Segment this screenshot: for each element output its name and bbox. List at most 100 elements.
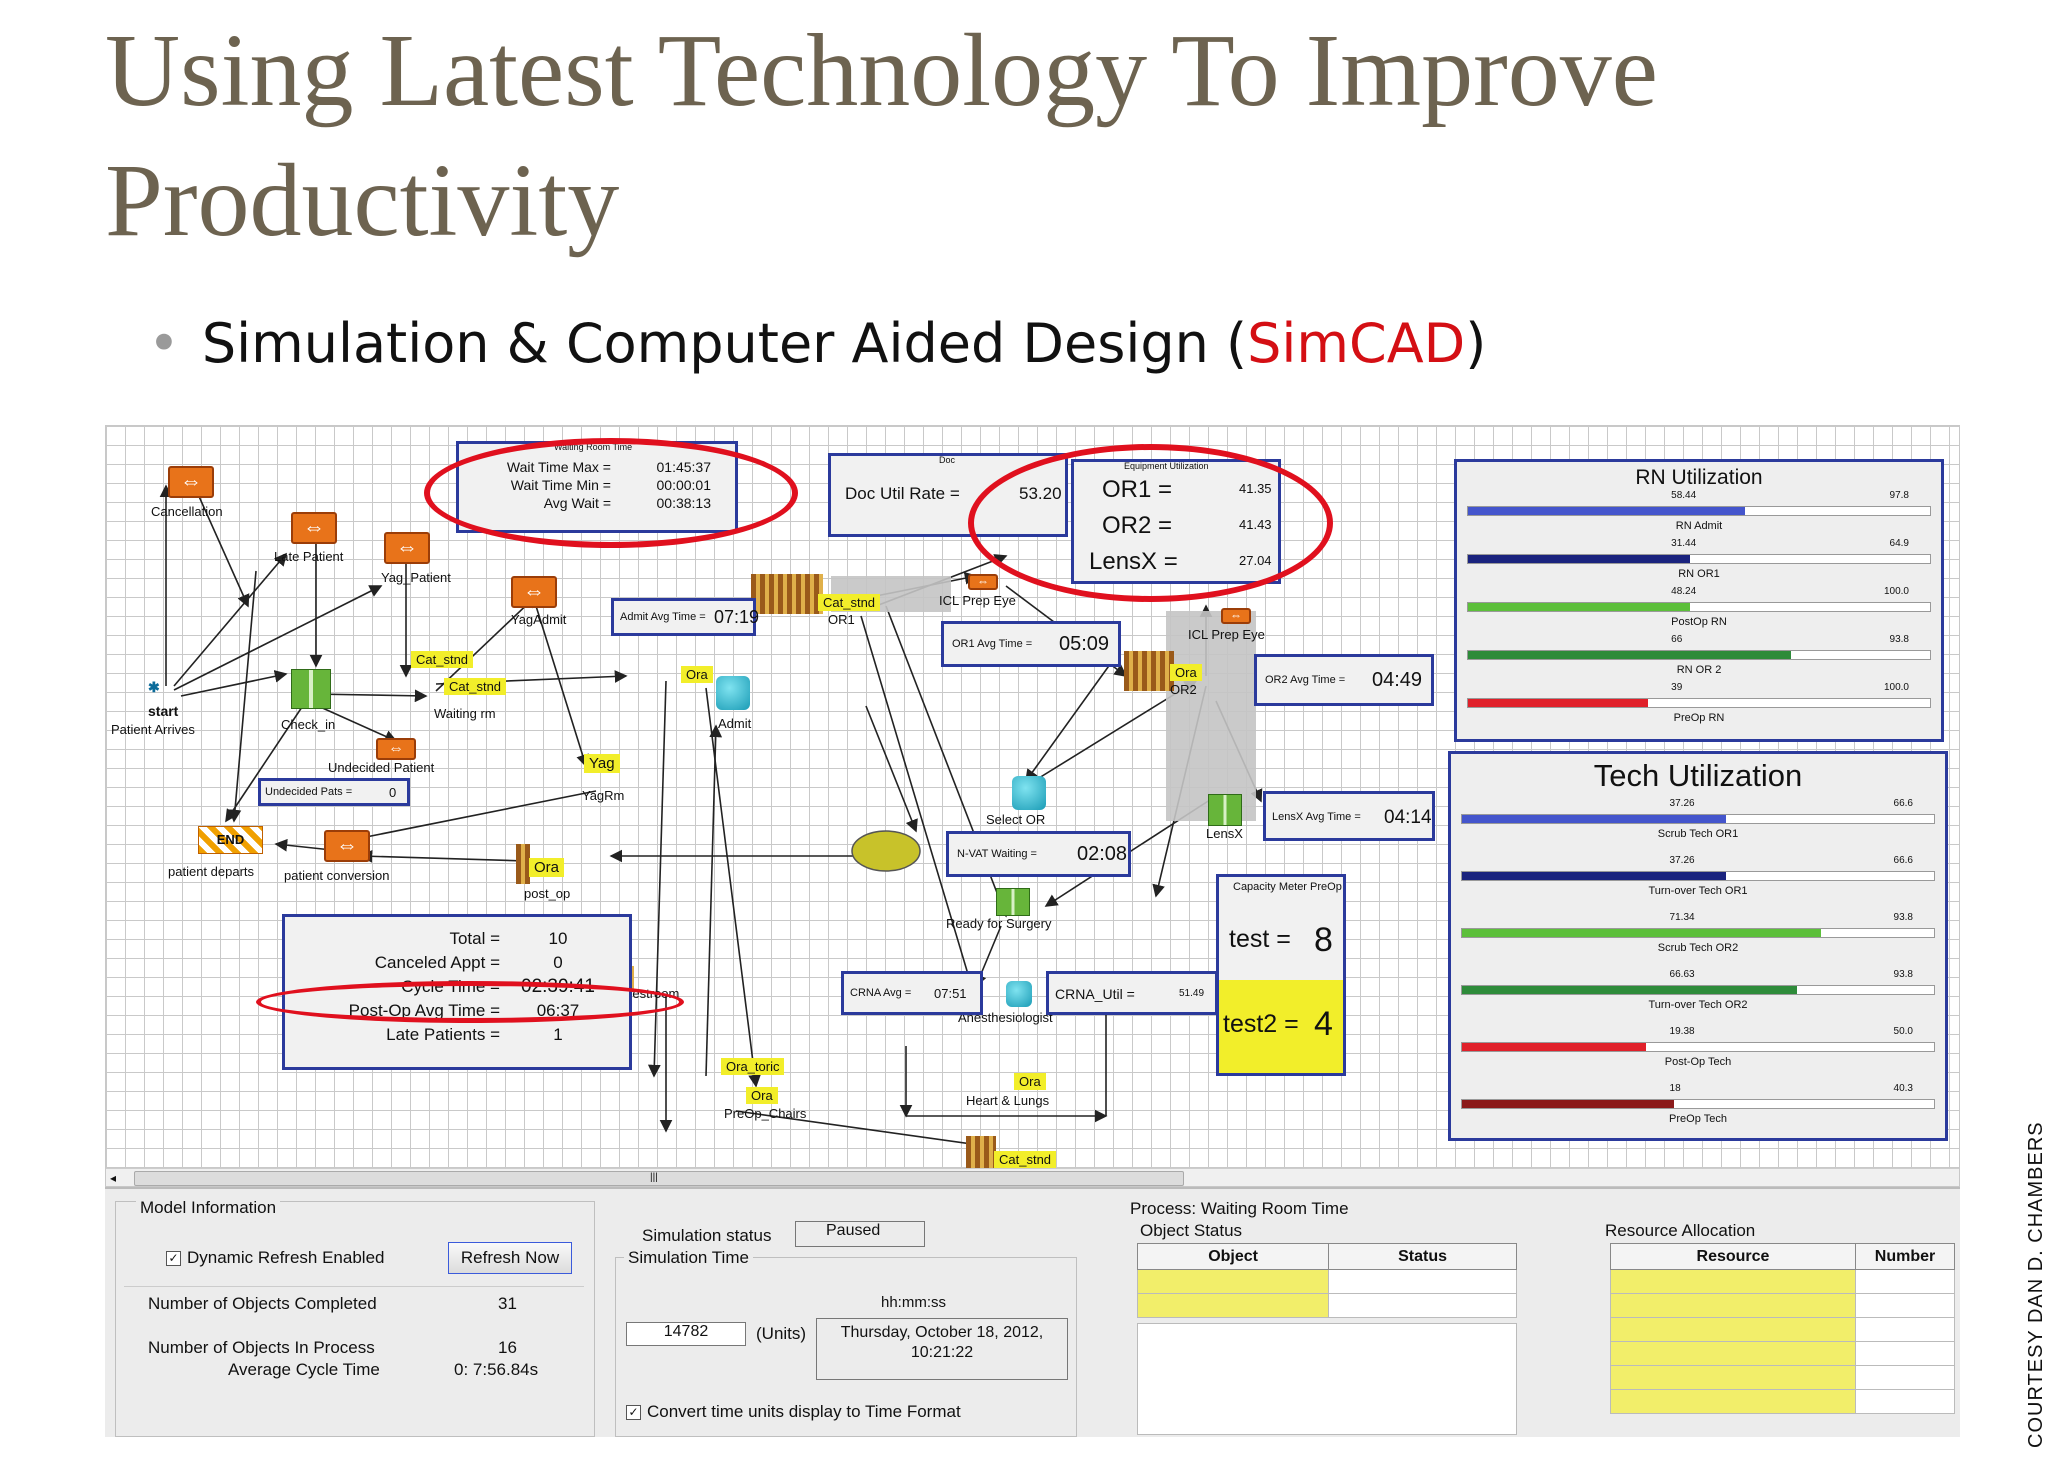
col-status[interactable]: Status	[1328, 1243, 1517, 1270]
cancellation-icon[interactable]: ⇔	[168, 466, 214, 498]
bar-max: 100.0	[1883, 586, 1909, 597]
canceled-appt-value: 0	[553, 953, 563, 972]
scroll-left-icon[interactable]: ◂	[110, 1171, 117, 1185]
bullet-text: Simulation & Computer Aided Design (	[201, 312, 1248, 375]
capacity-title: Capacity Meter PreOp	[1233, 881, 1342, 893]
start-icon[interactable]: ✱	[148, 679, 160, 695]
bar-value: 31.44	[1671, 538, 1697, 549]
post-op-label: post_op	[524, 886, 571, 901]
bar-fill	[1462, 1043, 1647, 1051]
doc-util-label: Doc Util Rate =	[845, 484, 960, 503]
bar-name: Post-Op Tech	[1664, 1056, 1732, 1068]
col-number[interactable]: Number	[1855, 1243, 1955, 1270]
yag-tag: Yag	[584, 754, 620, 773]
bar-name: PreOp RN	[1673, 712, 1725, 724]
bullet-dot: •	[148, 312, 180, 375]
units-label: (Units)	[756, 1324, 807, 1343]
yag-patient-icon[interactable]: ⇔	[384, 532, 430, 564]
select-or-label: Select OR	[986, 812, 1046, 827]
status-cell[interactable]	[1328, 1293, 1517, 1318]
lensx-icon[interactable]	[1208, 794, 1242, 826]
bar-fill	[1462, 815, 1727, 823]
post-op-staff-icon[interactable]	[516, 844, 530, 884]
object-cell[interactable]	[1136, 1269, 1330, 1294]
simulation-datetime-field: Thursday, October 18, 2012, 10:21:22	[816, 1318, 1068, 1380]
or2-staff-icon[interactable]	[1124, 651, 1174, 691]
resource-cell[interactable]	[1610, 1269, 1856, 1294]
bullet-highlight: SimCAD	[1247, 312, 1466, 375]
highlight-equipment	[968, 444, 1333, 602]
bar-max: 93.8	[1893, 912, 1913, 923]
simulation-time-title: Simulation Time	[624, 1248, 753, 1268]
undecided-patient-icon[interactable]: ⇔	[376, 738, 416, 760]
crna-util-value: 51.49	[1179, 988, 1205, 999]
object-cell[interactable]	[1136, 1293, 1330, 1318]
dynamic-refresh-label: Dynamic Refresh Enabled	[187, 1248, 385, 1267]
col-resource[interactable]: Resource	[1610, 1243, 1856, 1270]
resource-cell[interactable]	[1610, 1293, 1856, 1318]
capacity-meter-box: Capacity Meter PreOp test = 8 test2 = 4	[1216, 874, 1346, 1076]
simulation-canvas[interactable]: ⇔ Cancellation ⇔ Late Patient ⇔ Yag_Pati…	[105, 425, 1960, 1187]
icl-prep-eye-1-icon[interactable]: ⇔	[968, 574, 998, 590]
select-or-icon[interactable]	[1012, 776, 1046, 810]
decision-node[interactable]	[851, 830, 921, 872]
cat-stnd-preop-tag: Cat_stnd	[994, 1151, 1057, 1168]
resource-cell[interactable]	[1610, 1389, 1856, 1414]
late-patients-value: 1	[553, 1025, 563, 1044]
ora-toric-tag: Ora_toric	[721, 1058, 785, 1075]
number-cell[interactable]	[1855, 1269, 1955, 1294]
patient-conversion-icon[interactable]: ⇔	[324, 830, 370, 862]
admit-avg-box: Admit Avg Time = 07:19	[611, 598, 759, 636]
or1-avg-value: 05:09	[1059, 633, 1110, 655]
number-cell[interactable]	[1855, 1317, 1955, 1342]
bar-max: 64.9	[1889, 538, 1909, 549]
resource-cell[interactable]	[1610, 1317, 1856, 1342]
bar-track	[1467, 506, 1931, 516]
cat-stnd-or1-tag: Cat_stnd	[818, 594, 881, 611]
nvat-waiting-box: N-VAT Waiting = 02:08	[946, 831, 1131, 877]
number-cell[interactable]	[1855, 1341, 1955, 1366]
icl-prep-eye-2-icon[interactable]: ⇔	[1221, 608, 1251, 624]
yag-admit-icon[interactable]: ⇔	[511, 576, 557, 608]
late-patient-icon[interactable]: ⇔	[291, 512, 337, 544]
ora-chairs-tag: Ora	[746, 1087, 778, 1104]
simulation-units-input[interactable]: 14782	[626, 1322, 746, 1346]
or1-staff-icon[interactable]	[751, 574, 823, 614]
convert-time-checkbox[interactable]: ✓	[626, 1405, 641, 1421]
lensx-avg-value: 04:14	[1384, 807, 1432, 828]
bar-fill	[1462, 1100, 1675, 1108]
waiting-rm-label: Waiting rm	[434, 706, 496, 721]
refresh-now-button[interactable]: Refresh Now	[448, 1242, 572, 1274]
scrollbar-thumb[interactable]: |||	[134, 1171, 1184, 1186]
dynamic-refresh-row: ✓ Dynamic Refresh Enabled	[166, 1248, 384, 1268]
bar-track	[1467, 602, 1931, 612]
end-icon[interactable]: END	[198, 826, 263, 854]
status-cell[interactable]	[1328, 1269, 1517, 1294]
admit-icon[interactable]	[716, 676, 750, 710]
patient-conversion-label: patient conversion	[284, 868, 390, 883]
bar-name: Turn-over Tech OR1	[1648, 885, 1748, 897]
number-cell[interactable]	[1855, 1365, 1955, 1390]
ready-for-surgery-icon[interactable]	[996, 888, 1030, 916]
preop-staff-icon[interactable]	[966, 1136, 996, 1172]
bar-max: 40.3	[1893, 1083, 1913, 1094]
dynamic-refresh-checkbox[interactable]: ✓	[166, 1251, 181, 1267]
resource-cell[interactable]	[1610, 1365, 1856, 1390]
number-cell[interactable]	[1855, 1389, 1955, 1414]
number-cell[interactable]	[1855, 1293, 1955, 1318]
resource-cell[interactable]	[1610, 1341, 1856, 1366]
col-object[interactable]: Object	[1136, 1243, 1330, 1270]
check-in-icon[interactable]	[291, 669, 331, 709]
bar-value: 66.63	[1669, 969, 1695, 980]
horizontal-scrollbar[interactable]: ◂ |||	[106, 1168, 1959, 1186]
anesthesiologist-icon[interactable]	[1006, 981, 1032, 1007]
datetime-line1: Thursday, October 18, 2012,	[840, 1324, 1044, 1341]
